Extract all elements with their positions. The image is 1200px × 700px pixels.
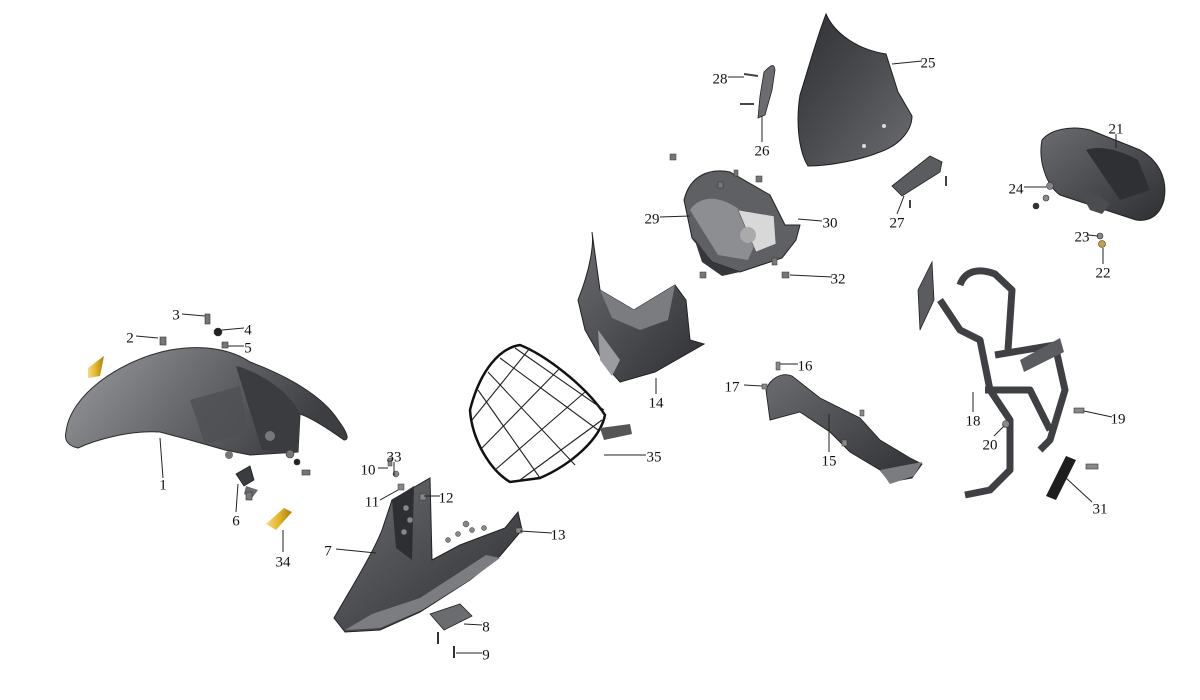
callout-16: 16 (798, 358, 814, 374)
callout-33: 33 (387, 449, 402, 465)
callout-8: 8 (482, 619, 490, 635)
callout-19: 19 (1111, 411, 1126, 427)
callout-22: 22 (1096, 265, 1111, 281)
fender-hardware (159, 313, 311, 501)
reflector-top (88, 356, 104, 378)
frame-mount-plate (1020, 338, 1064, 372)
bracket-hardware (761, 361, 865, 447)
callout-31: 31 (1093, 501, 1108, 517)
leader-line-3 (181, 313, 206, 317)
leader-line-31 (1065, 477, 1093, 503)
leader-line-2 (135, 335, 159, 339)
callout-29: 29 (645, 211, 660, 227)
callout-25: 25 (921, 55, 936, 71)
windscreen-stay (757, 65, 776, 119)
inner-bracket (765, 374, 923, 484)
leader-line-30 (797, 218, 823, 222)
callout-10: 10 (361, 462, 376, 478)
plate-bolts (437, 632, 455, 658)
leader-line-8 (463, 623, 483, 626)
leader-line-23 (1087, 234, 1099, 237)
bracket-screws (909, 176, 947, 208)
headlight-grille (468, 343, 632, 484)
leader-line-32 (789, 274, 833, 278)
windscreen-bracket (891, 155, 943, 197)
callout-35: 35 (647, 449, 662, 465)
callout-32: 32 (831, 271, 846, 287)
leader-line-20 (993, 425, 1005, 437)
callout-30: 30 (823, 215, 838, 231)
windscreen (797, 12, 913, 167)
callout-5: 5 (244, 340, 252, 356)
callout-24: 24 (1009, 181, 1025, 197)
leader-line-6 (235, 483, 239, 513)
callout-4: 4 (244, 322, 252, 338)
callout-28: 28 (713, 71, 728, 87)
callout-17: 17 (725, 379, 741, 395)
leader-line-13 (519, 530, 553, 534)
callout-14: 14 (649, 395, 665, 411)
reflector-31 (1046, 456, 1076, 500)
callout-21: 21 (1109, 121, 1124, 137)
leader-line-29 (659, 215, 691, 218)
callout-13: 13 (551, 527, 566, 543)
frame-hardware (1002, 407, 1099, 470)
headlight-frame (937, 267, 1069, 499)
leader-line-7 (335, 548, 377, 554)
front-fender (65, 347, 348, 459)
callout-12: 12 (439, 490, 454, 506)
leader-lines (135, 60, 1117, 654)
callout-27: 27 (890, 215, 906, 231)
leader-line-1 (159, 437, 164, 479)
callout-3: 3 (172, 307, 180, 323)
stay-screws (740, 73, 759, 105)
headlight-assembly (683, 170, 801, 276)
callout-2: 2 (126, 330, 134, 346)
callout-26: 26 (755, 143, 771, 159)
leader-line-4 (221, 327, 245, 331)
callout-11: 11 (365, 494, 379, 510)
cluster-hardware (1032, 182, 1106, 248)
callout-34: 34 (276, 554, 292, 570)
instrument-cluster (1040, 127, 1166, 221)
callout-1: 1 (159, 477, 167, 493)
headlight-hardware (669, 153, 790, 279)
lower-fairing (333, 477, 523, 633)
callout-7: 7 (324, 543, 332, 559)
reflector-34 (266, 508, 292, 530)
callout-6: 6 (232, 513, 240, 529)
leader-line-25 (891, 60, 923, 65)
mounting-plate (429, 603, 473, 631)
callout-15: 15 (822, 453, 837, 469)
leader-line-27 (896, 195, 905, 215)
callout-23: 23 (1075, 229, 1090, 245)
callout-18: 18 (966, 413, 981, 429)
callout-9: 9 (482, 647, 490, 663)
callout-20: 20 (983, 437, 998, 453)
headlight-cover (577, 231, 706, 383)
leader-line-19 (1083, 410, 1113, 418)
frame-tab (917, 260, 935, 331)
leader-line-11 (379, 489, 399, 501)
leader-line-17 (743, 384, 763, 387)
